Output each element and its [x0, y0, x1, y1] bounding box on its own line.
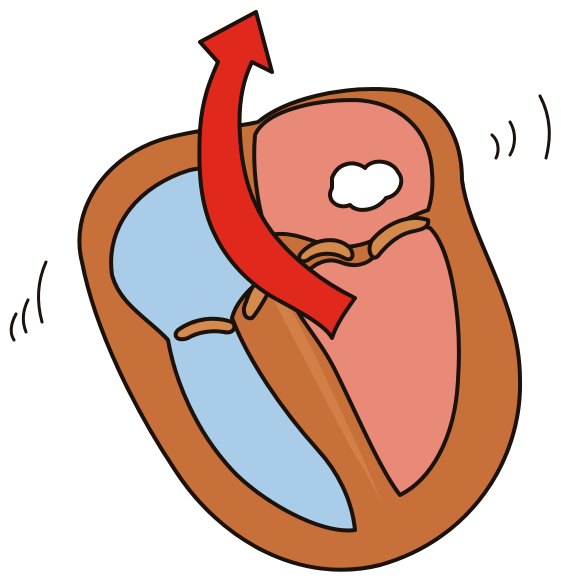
motion-lines-icon: [492, 96, 549, 158]
motion-lines-icon: [11, 262, 46, 340]
